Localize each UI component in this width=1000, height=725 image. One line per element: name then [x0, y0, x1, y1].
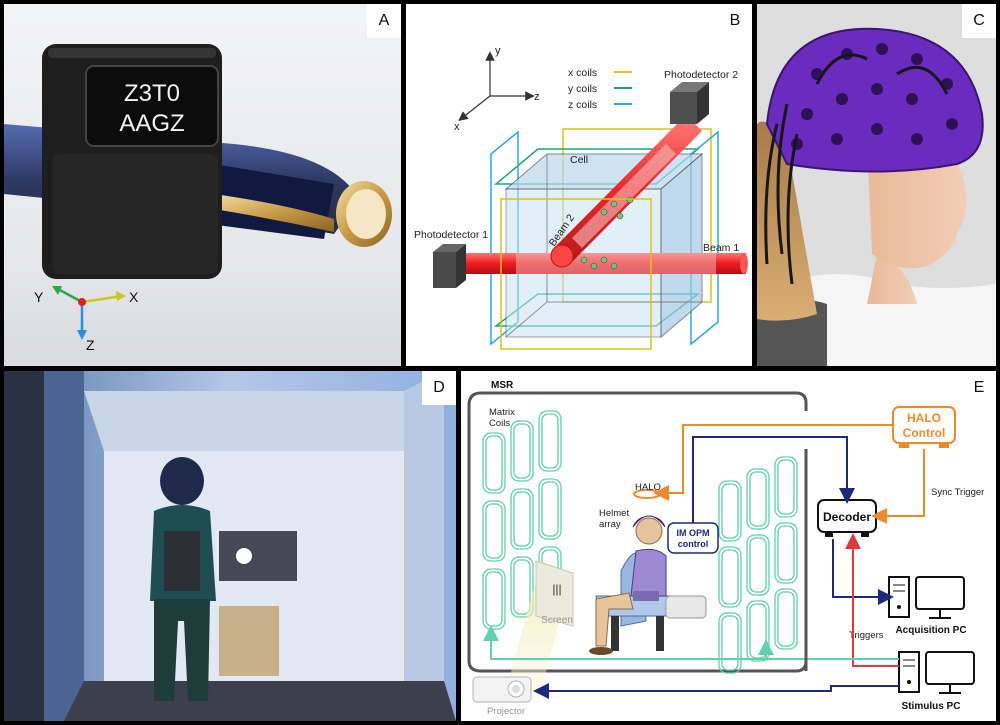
visual-stimulus — [236, 548, 252, 564]
cell-label: Cell — [570, 154, 588, 166]
helmet-array-label-2: array — [599, 519, 621, 530]
panel-c-illustration — [757, 4, 996, 366]
acquisition-pc — [888, 576, 965, 619]
panel-e: MSR Matrix Coils — [461, 371, 996, 721]
side-wall — [404, 371, 444, 711]
panel-label-a: A — [367, 4, 401, 38]
face — [867, 142, 966, 269]
halo-control-label-1: HALO — [907, 411, 941, 425]
panel-a: Z3T0 AAGZ X Y Z A — [4, 4, 401, 366]
door — [44, 371, 84, 721]
panel-b-diagram: y z x x coils y coils z coils — [414, 45, 748, 350]
sync-trigger-label: Sync Trigger — [931, 487, 984, 498]
im-opm-control-label-1: IM OPM — [677, 528, 710, 538]
beam-2 — [550, 115, 702, 268]
panel-label-b: B — [718, 4, 752, 38]
seated-participant — [589, 515, 707, 655]
coils-front — [500, 198, 652, 350]
panel-d-illustration — [4, 371, 456, 721]
screen-stimulus-icon: ||| — [552, 582, 561, 596]
panel-b: y z x x coils y coils z coils — [406, 4, 752, 366]
panel-label-d: D — [422, 371, 456, 405]
photodetector-1-label: Photodetector 1 — [414, 229, 488, 241]
screen-label: Screen — [541, 615, 573, 626]
doorway-frame — [4, 371, 44, 721]
triggers-label: Triggers — [849, 630, 884, 641]
legend-z-coils: z coils — [568, 99, 597, 111]
legend-x-coils: x coils — [568, 67, 597, 79]
vapor-cell: Cell — [504, 152, 704, 339]
opm-sensor: Z3T0 AAGZ — [42, 44, 222, 279]
legend-y-coils: y coils — [568, 83, 597, 95]
axis-y-label: Y — [34, 289, 44, 305]
floor — [64, 681, 456, 721]
matrix-coils-label-1: Matrix — [489, 407, 515, 418]
coil-legend: x coils y coils z coils — [568, 67, 632, 111]
photodetector-2: Photodetector 2 — [664, 69, 738, 124]
connections — [483, 424, 925, 699]
neck — [867, 254, 917, 304]
stimulus-pc-label: Stimulus PC — [902, 701, 961, 712]
matrix-coils-label-2: Coils — [489, 418, 510, 429]
atoms — [580, 196, 634, 270]
helmet-array-label-1: Helmet — [599, 508, 629, 519]
sensor-label-line2: AAGZ — [119, 110, 184, 137]
panel-e-diagram: MSR Matrix Coils — [467, 380, 984, 717]
panel-d: D — [4, 371, 456, 721]
coordinate-axes: y z x — [454, 45, 540, 133]
screen — [535, 560, 574, 627]
acquisition-pc-label: Acquisition PC — [895, 625, 966, 636]
axis-y: y — [495, 45, 501, 57]
panel-label-c: C — [962, 4, 996, 38]
chair — [219, 606, 279, 676]
beam-1-label: Beam 1 — [703, 242, 739, 254]
panel-c: C — [757, 4, 996, 366]
photodetector-2-label: Photodetector 2 — [664, 69, 738, 81]
axis-z-label: Z — [86, 337, 95, 353]
ceiling — [84, 391, 424, 451]
projector — [472, 676, 532, 703]
sensor-cables — [764, 53, 949, 285]
participant — [150, 457, 216, 701]
beam-1 — [454, 253, 748, 274]
sensor-label-line1: Z3T0 — [124, 80, 180, 107]
panel-a-illustration: Z3T0 AAGZ X Y Z — [4, 4, 401, 366]
screen — [219, 531, 297, 581]
stimulus-pc — [898, 651, 975, 694]
photodetector-1: Photodetector 1 — [414, 229, 488, 288]
panel-label-e: E — [962, 371, 996, 405]
halo-label: HALO — [635, 482, 661, 493]
matrix-coils-right — [718, 456, 798, 674]
decoder-label: Decoder — [823, 510, 871, 524]
msr-wall-top — [481, 391, 808, 411]
opm-helmet — [765, 27, 984, 173]
im-opm-control-label-2: control — [678, 539, 709, 549]
halo-control-label-2: Control — [903, 426, 946, 440]
msr-label: MSR — [491, 380, 514, 391]
axis-x-label: X — [129, 289, 139, 305]
axes-triad: X Y Z — [34, 286, 139, 353]
msr-wall — [467, 391, 808, 673]
axis-z: z — [534, 91, 540, 103]
projector-label: Projector — [487, 706, 525, 717]
axis-x: x — [454, 121, 460, 133]
